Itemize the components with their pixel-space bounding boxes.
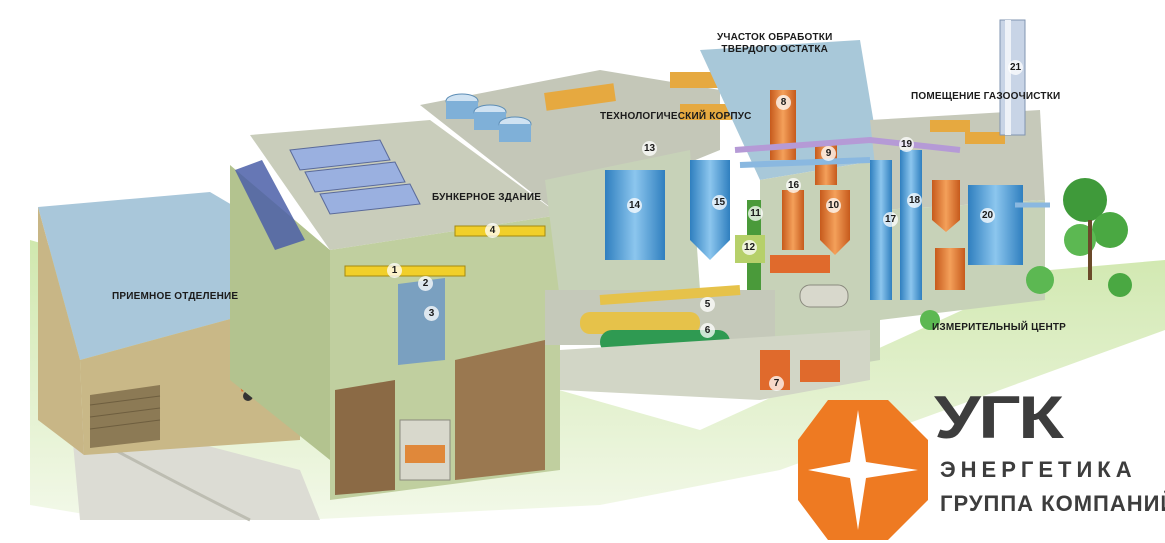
callout-16: 16 <box>786 178 801 193</box>
callout-7: 7 <box>769 376 784 391</box>
logo-emblem-icon <box>798 400 928 540</box>
callout-4: 4 <box>485 223 500 238</box>
callout-19: 19 <box>899 137 914 152</box>
callout-21: 21 <box>1008 60 1023 75</box>
callout-18: 18 <box>907 193 922 208</box>
callout-1: 1 <box>387 263 402 278</box>
label-measurement-center: ИЗМЕРИТЕЛЬНЫЙ ЦЕНТР <box>932 322 1067 333</box>
callout-11: 11 <box>748 206 763 221</box>
stack <box>999 19 1026 136</box>
label-gas-cleaning: ПОМЕЩЕНИЕ ГАЗООЧИСТКИ <box>911 91 1061 102</box>
callout-9: 9 <box>821 146 836 161</box>
callout-2: 2 <box>418 276 433 291</box>
logo-subtitle-group: ГРУППА КОМПАНИЙ <box>940 491 1165 516</box>
logo-wordmark: УГК <box>934 384 1064 451</box>
label-bunker-building: БУНКЕРНОЕ ЗДАНИЕ <box>432 192 542 203</box>
label-residue-line2: ТВЕРДОГО ОСТАТКА <box>721 44 829 55</box>
cooling-fans <box>445 93 532 142</box>
bunker-building <box>230 120 560 500</box>
callout-13: 13 <box>642 141 657 156</box>
callout-6: 6 <box>700 323 715 338</box>
trees <box>920 178 1132 330</box>
label-reception: ПРИЕМНОЕ ОТДЕЛЕНИЕ <box>112 291 239 302</box>
process-equipment <box>545 150 775 354</box>
callout-8: 8 <box>776 95 791 110</box>
callout-5: 5 <box>700 297 715 312</box>
label-residue-line1: УЧАСТОК ОБРАБОТКИ <box>717 32 833 43</box>
callout-14: 14 <box>627 198 642 213</box>
label-residue-treatment: УЧАСТОК ОБРАБОТКИ ТВЕРДОГО ОСТАТКА <box>717 32 832 56</box>
callout-17: 17 <box>883 212 898 227</box>
callout-10: 10 <box>826 198 841 213</box>
callout-20: 20 <box>980 208 995 223</box>
callout-15: 15 <box>712 195 727 210</box>
label-process-building: ТЕХНОЛОГИЧЕСКИЙ КОРПУС <box>600 111 752 122</box>
callout-12: 12 <box>742 240 757 255</box>
logo-subtitle-energetika: ЭНЕРГЕТИКА <box>940 457 1137 482</box>
skylights <box>289 139 421 215</box>
callout-3: 3 <box>424 306 439 321</box>
